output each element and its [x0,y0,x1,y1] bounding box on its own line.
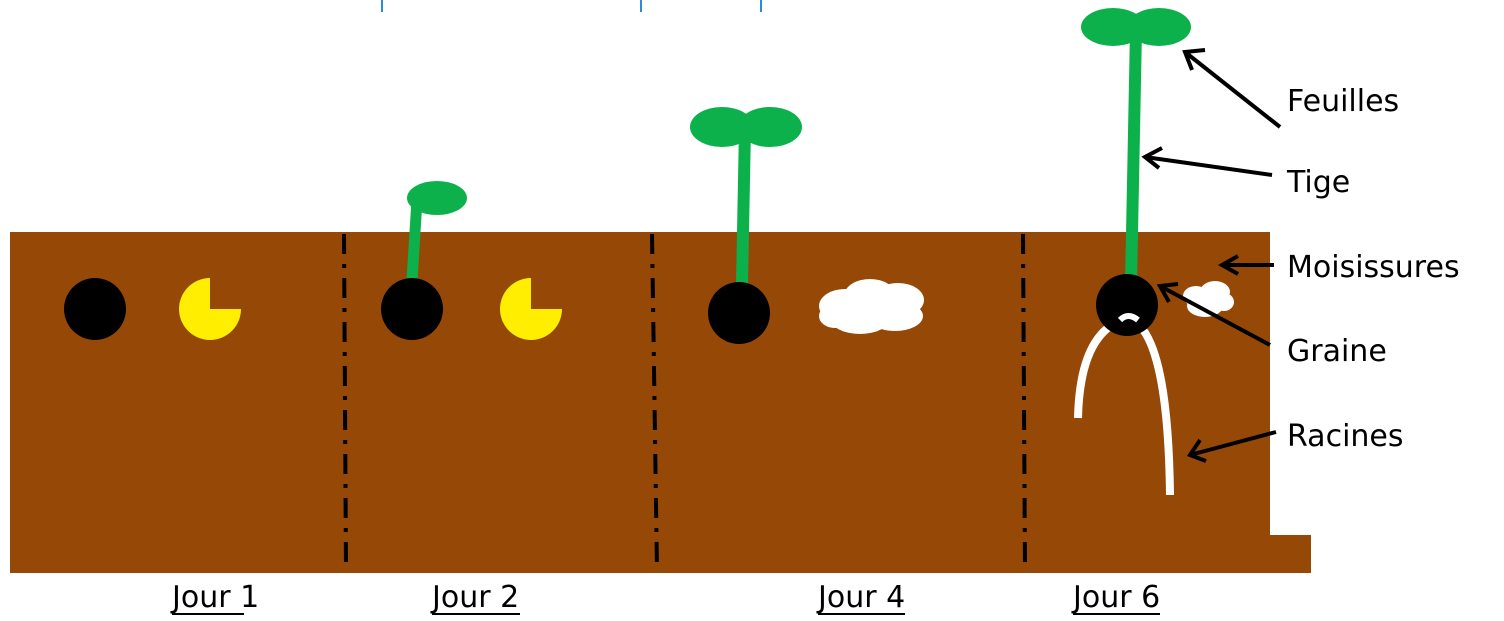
day-label-6: Jour 6 [1071,580,1160,615]
label-seed: Graine [1287,334,1387,369]
label-stem: Tige [1286,165,1350,200]
day-4-text: Jour 4 [816,580,905,615]
day-6-text: Jour 6 [1071,580,1160,615]
seed-day4 [708,282,770,344]
seed-day1 [64,278,126,340]
top-tick-lines [382,0,761,12]
label-mold: Moisissures [1287,250,1460,285]
stem-day4 [742,128,745,284]
arrow-leaves [1185,50,1280,127]
arrow-stem [1145,148,1272,175]
leaf-day2 [407,181,467,215]
leaf-day6-right [1127,8,1191,46]
seed-day6 [1096,274,1158,336]
label-leaves: Feuilles [1287,84,1399,119]
seed-day2 [381,278,443,340]
label-roots: Racines [1287,419,1404,454]
day-1-text: Jour 1 [170,580,259,615]
stem-day6 [1131,30,1136,285]
day-label-1: Jour 1 [170,580,259,615]
leaf-day4-right [738,107,802,147]
day-label-2: Jour 2 [430,580,520,615]
day-label-4: Jour 4 [816,580,905,615]
day-2-text: Jour 2 [430,580,519,615]
